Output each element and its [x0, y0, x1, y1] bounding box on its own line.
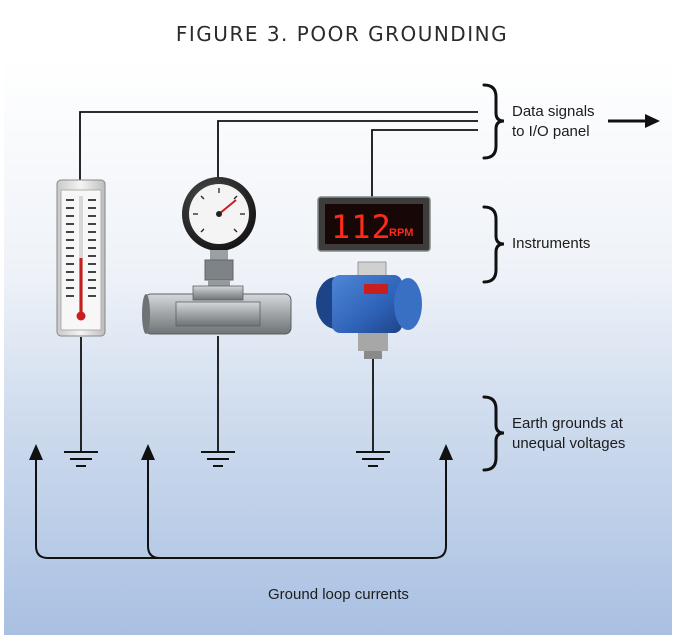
ground-symbol-3: [356, 451, 390, 467]
thermometer: [56, 179, 106, 337]
earth-grounds-label: Earth grounds at unequal voltages: [512, 414, 625, 454]
thermometer-signal-wire: [79, 111, 478, 188]
data-signals-label: Data signals to I/O panel: [512, 102, 595, 142]
inner-loop-path: [147, 456, 161, 559]
pressure-gauge: [182, 177, 256, 298]
display-unit: RPM: [389, 227, 413, 239]
instruments-brace: [482, 205, 505, 284]
instruments-label: Instruments: [512, 235, 591, 252]
earth-grounds-label-line-2: unequal voltages: [512, 435, 626, 452]
signal-wires: [79, 111, 478, 197]
rpm-display: [317, 196, 431, 252]
output-arrow-head: [645, 114, 660, 128]
data-signals-label-line-1: Data signals: [512, 103, 595, 120]
left-arrowhead: [29, 444, 43, 460]
pipe: [142, 285, 292, 335]
middle-arrowhead: [141, 444, 155, 460]
outer-loop-path: [35, 456, 447, 559]
ground-loop-arrows: [35, 456, 447, 559]
ground-symbols: [64, 451, 390, 467]
display-signal-wire: [371, 129, 478, 197]
earth-grounds-label-line-1: Earth grounds at: [512, 415, 623, 432]
figure-title: FIGURE 3. POOR GROUNDING: [175, 22, 509, 46]
display-reading: 112: [331, 208, 392, 246]
loop-arrowheads: [29, 444, 453, 460]
braces: [482, 83, 505, 472]
data-signals-brace: [482, 83, 505, 160]
diagram-background: [4, 58, 672, 635]
ground-symbol-1: [64, 451, 98, 467]
data-signals-label-line-2: to I/O panel: [512, 123, 590, 140]
ground-wires: [80, 336, 374, 452]
gauge-signal-wire: [217, 120, 478, 180]
earth-grounds-brace: [482, 395, 505, 472]
ground-symbol-2: [201, 451, 235, 467]
right-arrowhead: [439, 444, 453, 460]
transmitter: [316, 261, 422, 359]
ground-loop-currents-label: Ground loop currents: [268, 586, 409, 603]
